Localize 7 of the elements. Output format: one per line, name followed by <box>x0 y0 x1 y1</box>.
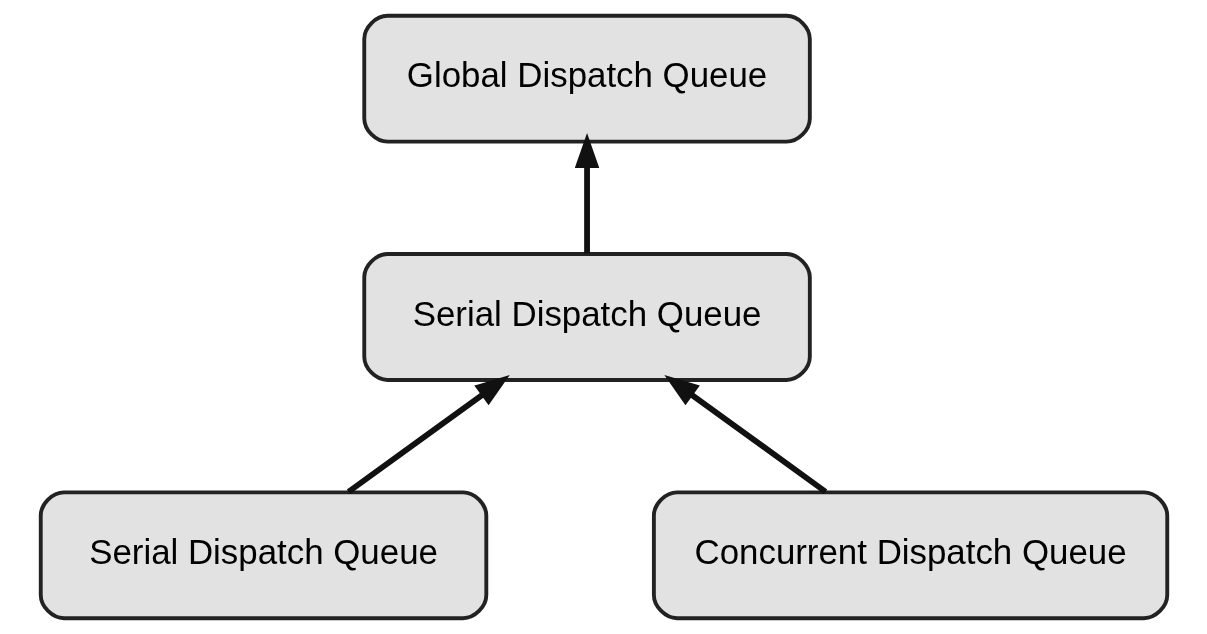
node-box: Concurrent Dispatch Queue <box>651 490 1169 621</box>
arrow <box>574 133 599 254</box>
arrow <box>346 374 510 495</box>
node-box: Serial Dispatch Queue <box>361 252 812 382</box>
node-box: Serial Dispatch Queue <box>38 490 488 621</box>
node-box: Global Dispatch Queue <box>361 13 812 144</box>
arrow <box>663 374 827 495</box>
